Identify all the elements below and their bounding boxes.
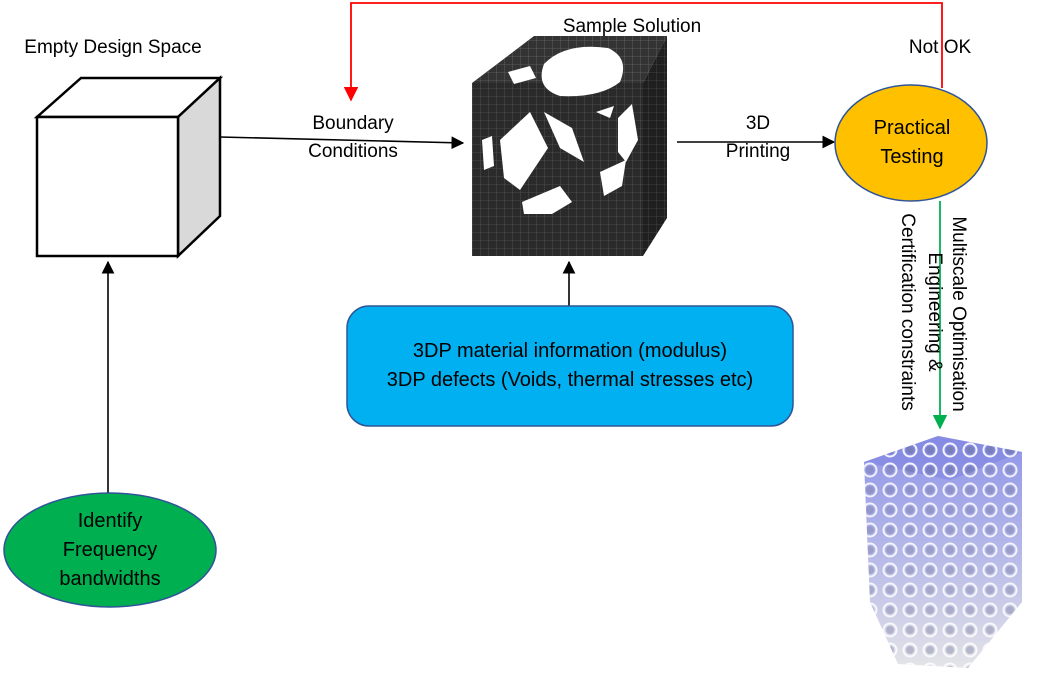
not-ok-label: Not OK	[908, 37, 972, 58]
arrow-cube-to-solution	[219, 136, 465, 150]
sample-solution-cube	[472, 36, 667, 256]
practical-testing-line-2: Testing	[880, 146, 944, 168]
identify-frequency-line-2: Frequency	[62, 538, 158, 561]
printing-3d-line-1: 3D	[745, 113, 771, 134]
boundary-conditions-line-2: Conditions	[308, 141, 398, 162]
empty-design-space-cube	[33, 75, 224, 259]
identify-frequency-shape	[3, 492, 217, 608]
identify-frequency-line-1: Identify	[77, 509, 143, 532]
practical-testing-line-1: Practical	[873, 117, 951, 139]
boundary-conditions-line-1: Boundary	[312, 113, 394, 134]
arrow-feedback-not-ok	[343, 2, 943, 102]
practical-testing-node: Practical Testing	[836, 86, 988, 200]
printing-3d-label: 3D Printing	[698, 110, 818, 166]
printing-3d-line-2: Printing	[725, 141, 791, 162]
identify-frequency-line-3: bandwidths	[59, 567, 161, 590]
certification-constraints-label: Certification constraints	[897, 213, 918, 411]
material-info-shape	[346, 305, 794, 427]
material-info-node: 3DP material information (modulus) 3DP d…	[348, 307, 792, 425]
empty-design-space-label: Empty Design Space	[24, 37, 202, 58]
material-info-line-2: 3DP defects (Voids, thermal stresses etc…	[386, 369, 754, 391]
identify-frequency-node: Identify Frequency bandwidths	[4, 493, 216, 607]
material-info-line-1: 3DP material information (modulus)	[412, 340, 728, 362]
multiscale-optimisation-label: Multiscale Optimisation	[948, 216, 969, 412]
lattice-structure-image	[864, 436, 1022, 668]
engineering-and-label: Engineering &	[924, 252, 945, 372]
practical-testing-shape	[834, 84, 988, 202]
sample-solution-label: Sample Solution	[562, 16, 702, 37]
boundary-conditions-label: Boundary Conditions	[283, 110, 423, 166]
